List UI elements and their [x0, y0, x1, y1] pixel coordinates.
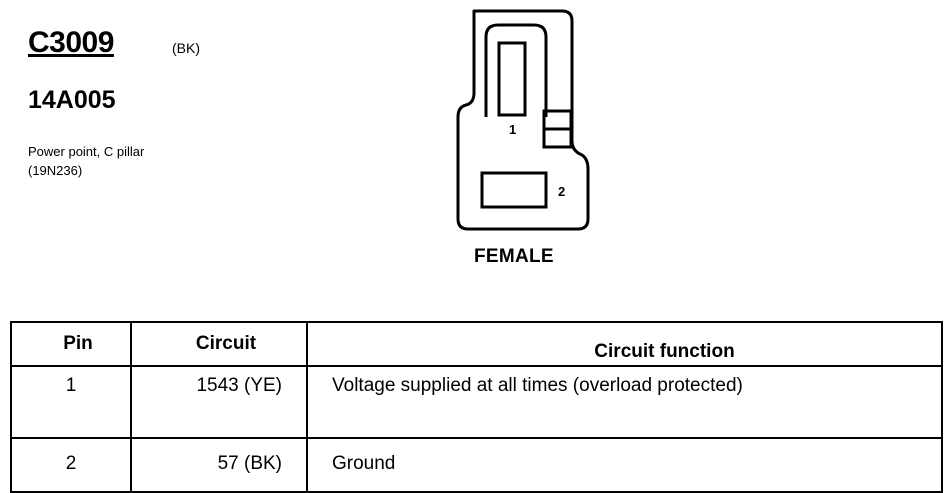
cell-function: Voltage supplied at all times (overload …	[306, 365, 943, 439]
cavity-2-label: 2	[558, 184, 565, 199]
cavity-1-label: 1	[509, 122, 516, 137]
cell-pin: 1	[10, 365, 132, 439]
cell-pin: 2	[10, 437, 132, 493]
cavity-2	[480, 171, 548, 209]
latch-arch	[484, 23, 548, 117]
header-pin: Pin	[10, 321, 132, 367]
connector-color: (BK)	[172, 40, 200, 56]
header-circuit-function: Circuit function	[306, 321, 943, 367]
cell-function: Ground	[306, 437, 943, 493]
cell-circuit: 57 (BK)	[130, 437, 308, 493]
cavity-1	[497, 41, 527, 117]
table-row: 1 1543 (YE) Voltage supplied at all time…	[10, 365, 943, 439]
part-number: 14A005	[28, 86, 116, 114]
connector-face-diagram: 1 2	[456, 9, 590, 231]
connector-gender-label: FEMALE	[474, 246, 554, 267]
cell-circuit: 1543 (YE)	[130, 365, 308, 439]
connector-description: Power point, C pillar (19N236)	[28, 144, 145, 178]
table-header-row: Pin Circuit Circuit function	[10, 321, 943, 367]
table-row: 2 57 (BK) Ground	[10, 437, 943, 493]
header-circuit: Circuit	[130, 321, 308, 367]
connector-id: C3009	[28, 26, 114, 59]
pinout-table: Pin Circuit Circuit function 1 1543 (YE)…	[10, 321, 943, 493]
